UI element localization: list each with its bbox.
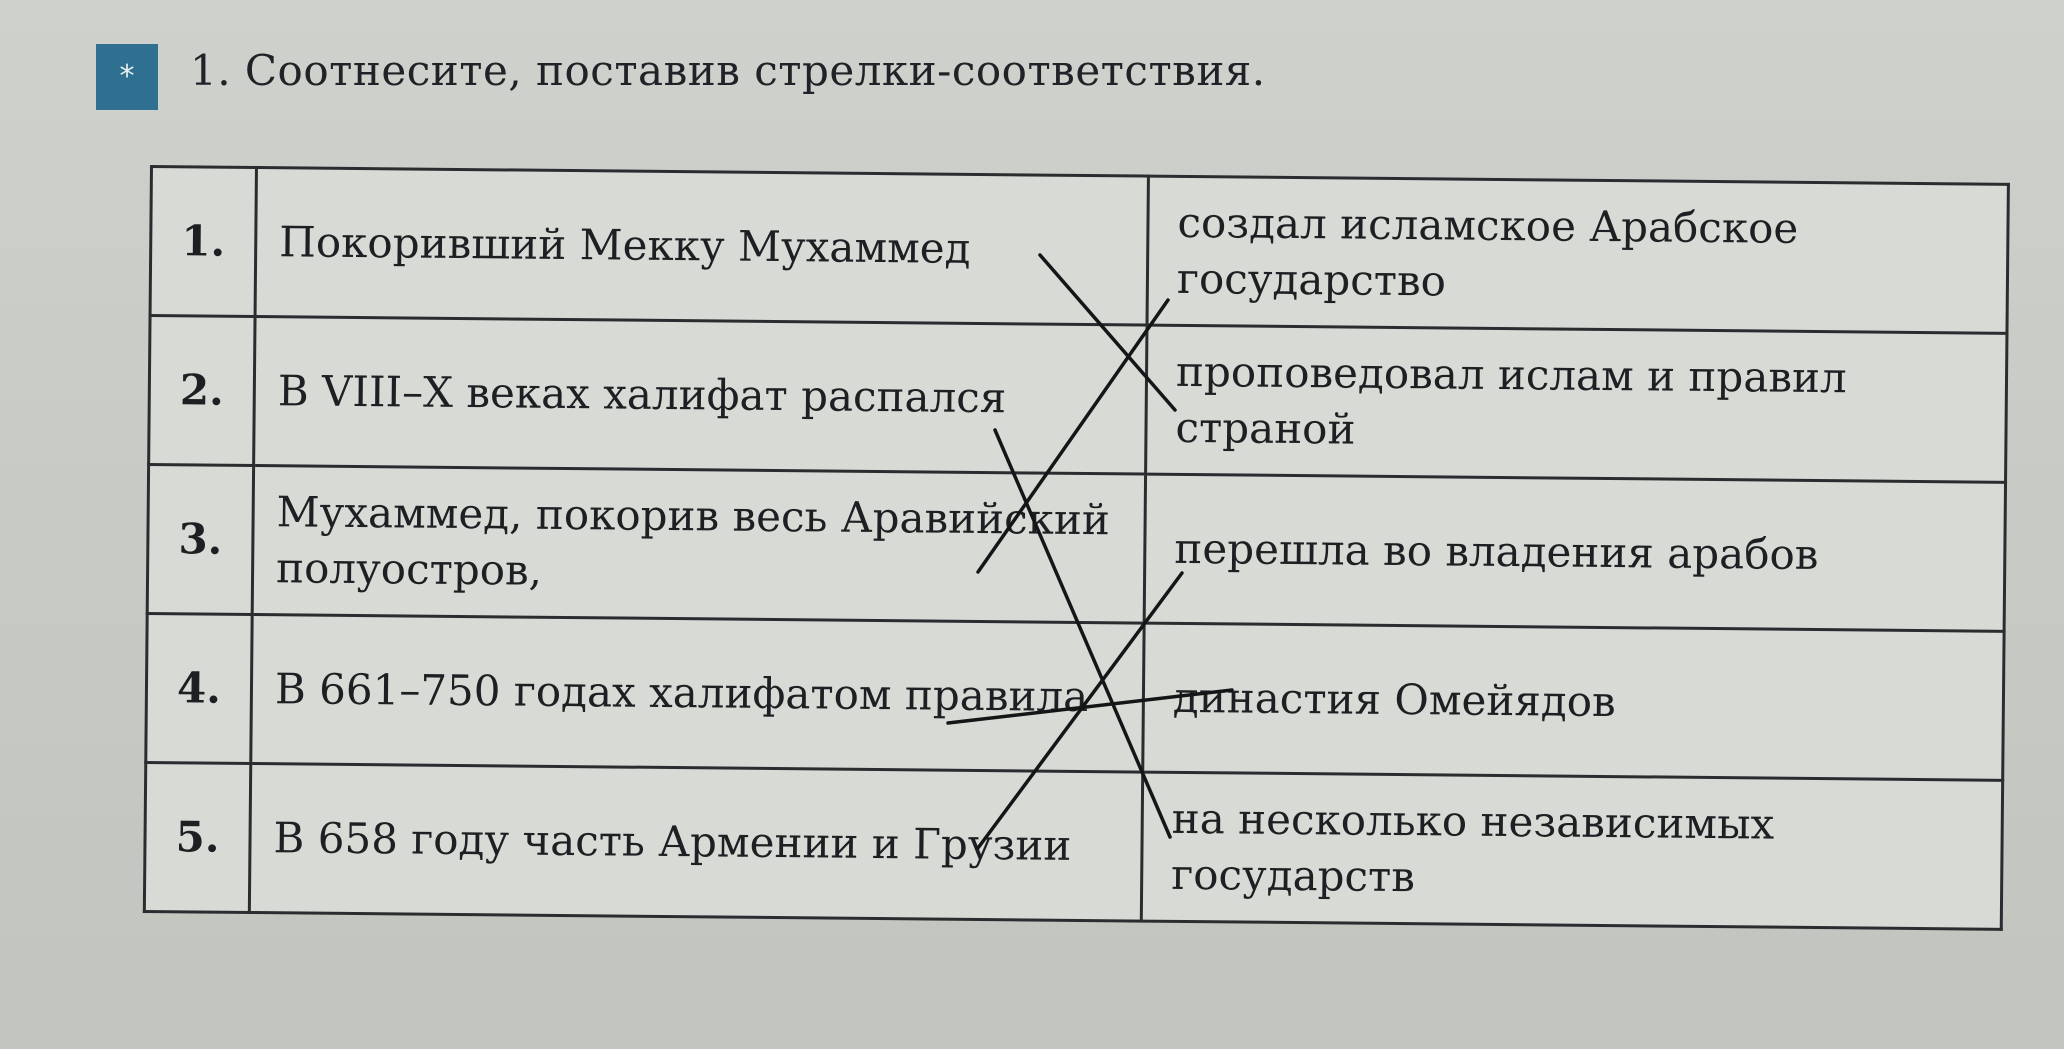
right-item: проповедовал ислам и правил страной [1145,325,2007,483]
left-item: В 661–750 годах халифатом правила [250,614,1145,773]
left-item: В 658 году часть Армении и Грузии [249,763,1143,922]
left-item: В VIII–X веках халифат распался [253,316,1148,475]
task-title: 1. Соотнесите, поставив стрелки-соответс… [190,46,1266,95]
row-number: 1. [150,166,257,317]
row-number: 3. [147,464,254,615]
right-item: перешла во владения арабов [1144,474,2006,632]
matching-table: 1. Покоривший Мекку Мухаммед создал исла… [142,165,2010,931]
row-number: 4. [145,613,253,764]
table-row: 3. Мухаммед, покорив весь Аравийский пол… [147,464,2006,632]
left-item: Мухаммед, покорив весь Аравийский полуос… [252,465,1146,624]
right-item: создал исламское Арабское государство [1147,176,2009,334]
table-row: 5. В 658 году часть Армении и Грузии на … [144,762,2003,930]
table-row: 1. Покоривший Мекку Мухаммед создал исла… [150,166,2009,334]
right-item: на несколько независимых государств [1141,772,2003,930]
right-item: династия Омейядов [1142,623,2005,781]
row-number: 5. [144,762,251,913]
row-number: 2. [148,315,256,466]
left-item: Покоривший Мекку Мухаммед [255,167,1149,326]
task-star-icon: * [96,44,158,110]
table-row: 4. В 661–750 годах халифатом правила дин… [145,613,2005,781]
table-row: 2. В VIII–X веках халифат распался пропо… [148,315,2007,483]
